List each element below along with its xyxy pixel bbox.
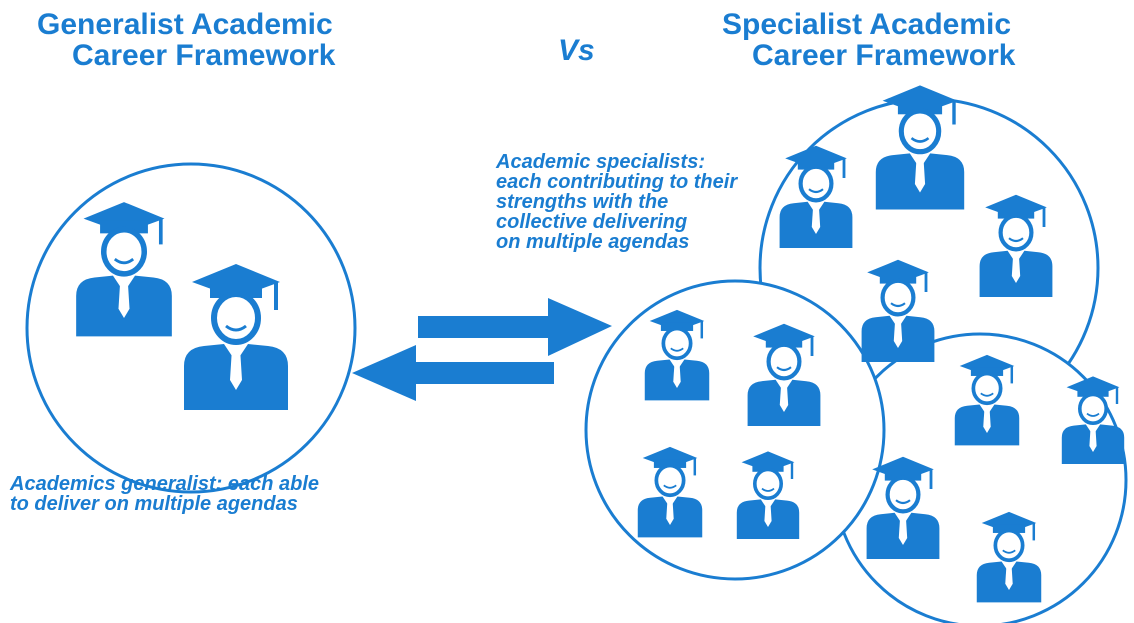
graduate-icon bbox=[184, 264, 288, 410]
arrow-left-icon bbox=[352, 345, 554, 401]
generalist-caption-line2: to deliver on multiple agendas bbox=[10, 493, 298, 515]
graduate-icon bbox=[76, 202, 172, 336]
specialist-caption: Academic specialists: each contributing … bbox=[496, 152, 737, 252]
generalist-title: Generalist Academic Career Framework bbox=[37, 9, 335, 71]
specialist-caption-line5: on multiple agendas bbox=[496, 231, 690, 253]
specialist-caption-line3: strengths with the bbox=[496, 191, 669, 213]
specialist-title-line1: Specialist Academic bbox=[722, 8, 1012, 41]
graduate-icon bbox=[780, 146, 853, 248]
specialist-caption-line2: each contributing to their bbox=[496, 171, 738, 193]
generalist-caption-line1: Academics generalist: each able bbox=[10, 473, 320, 495]
specialist-title-line2: Career Framework bbox=[752, 39, 1016, 72]
generalist-title-line1: Generalist Academic bbox=[37, 8, 333, 41]
graduate-icon bbox=[980, 195, 1053, 297]
specialist-title: Specialist Academic Career Framework bbox=[722, 9, 1015, 71]
specialist-caption-line1: Academic specialists: bbox=[496, 151, 705, 173]
arrow-right-icon bbox=[418, 298, 612, 356]
generalist-title-line2: Career Framework bbox=[72, 39, 336, 72]
vs-label: Vs bbox=[558, 34, 595, 67]
generalist-caption: Academics generalist: each able to deliv… bbox=[10, 474, 319, 514]
specialist-circle-left bbox=[584, 279, 886, 581]
graduate-icon bbox=[862, 260, 935, 362]
specialist-caption-line4: collective delivering bbox=[496, 211, 688, 233]
generalist-circle bbox=[25, 162, 357, 494]
